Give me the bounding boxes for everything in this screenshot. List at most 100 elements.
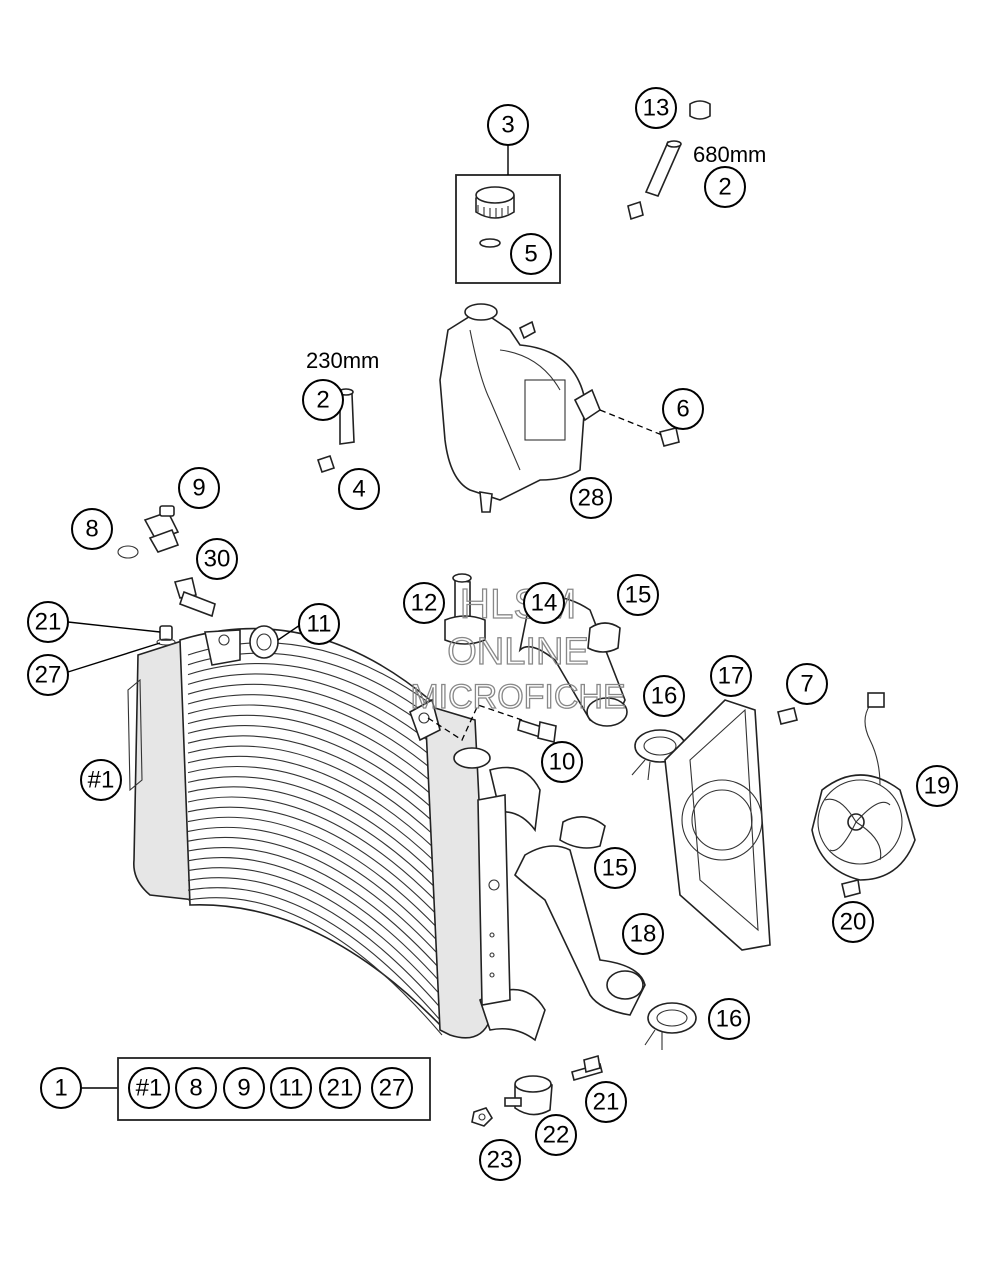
svg-text:ONLINE: ONLINE (447, 631, 588, 673)
upper-hose (518, 595, 628, 727)
svg-text:15: 15 (625, 582, 652, 609)
svg-text:16: 16 (716, 1006, 743, 1033)
svg-text:17: 17 (718, 663, 745, 690)
radiator-fin (187, 786, 438, 891)
callout-1: 1 (40, 1067, 82, 1109)
callout-group: 3 5 13 2 2 4 6 28 9 8 30 12 14 15 21 11 … (27, 87, 958, 1181)
callout-27: 27 (27, 654, 69, 696)
callout-12: 12 (403, 582, 445, 624)
tank-screw (659, 427, 680, 447)
callout-19: 19 (916, 765, 958, 807)
hose-long (627, 100, 711, 221)
callout-8: 8 (71, 508, 113, 550)
dimension-long: 680mm (693, 142, 766, 167)
fan-shroud (664, 699, 771, 951)
callout-22: 22 (535, 1114, 577, 1156)
svg-text:MICROFICHE: MICROFICHE (410, 678, 625, 716)
kit-item-hash1: #1 (128, 1067, 170, 1109)
callout-15-mid: 15 (594, 847, 636, 889)
radiator-fin (187, 857, 441, 983)
svg-text:30: 30 (204, 546, 231, 573)
svg-text:12: 12 (411, 590, 438, 617)
callout-7: 7 (786, 663, 828, 705)
svg-text:11: 11 (279, 1075, 304, 1102)
svg-text:10: 10 (549, 749, 576, 776)
clamp-mid (559, 816, 606, 849)
svg-text:#1: #1 (136, 1075, 163, 1102)
svg-text:23: 23 (487, 1147, 514, 1174)
expansion-tank (439, 303, 601, 513)
radiator-fin (187, 806, 439, 917)
radiator-fin (187, 766, 438, 864)
radiator-fin (187, 745, 437, 838)
radiator-fin (187, 897, 443, 1036)
callout-23: 23 (479, 1139, 521, 1181)
radiator-fin (187, 704, 435, 785)
radiator-fin (187, 877, 442, 1009)
callout-2-left: 2 (302, 379, 344, 421)
nut (471, 1107, 494, 1127)
spring-clamp-bottom (644, 1002, 697, 1050)
radiator-fin (187, 694, 435, 772)
radiator-fin (187, 847, 441, 970)
svg-text:27: 27 (35, 662, 62, 689)
temperature-sensor (117, 505, 180, 559)
cooling-fan (811, 692, 916, 881)
svg-text:3: 3 (501, 112, 514, 139)
radiator-fin (187, 735, 436, 825)
svg-text:21: 21 (35, 609, 62, 636)
radiator-fin (187, 755, 437, 851)
svg-text:1: 1 (54, 1075, 67, 1102)
svg-text:9: 9 (192, 475, 205, 502)
svg-text:9: 9 (237, 1075, 250, 1102)
kit-item-21: 21 (319, 1067, 361, 1109)
radiator-fin (187, 836, 441, 957)
radiator-fin (187, 887, 443, 1023)
callout-11: 11 (298, 603, 340, 645)
svg-text:16: 16 (651, 683, 678, 710)
svg-text:14: 14 (531, 590, 558, 617)
bleed-screw (156, 625, 176, 646)
rubber-damper (504, 1075, 553, 1116)
callout-16-top: 16 (643, 675, 685, 717)
radiator-fin (187, 867, 442, 996)
callout-28: 28 (570, 477, 612, 519)
callout-4: 4 (338, 468, 380, 510)
kit-item-11: 11 (270, 1067, 312, 1109)
radiator-fin (187, 663, 434, 732)
svg-text:21: 21 (327, 1075, 354, 1102)
kit-item-27: 27 (371, 1067, 413, 1109)
grommet (249, 625, 279, 659)
kit-item-8: 8 (175, 1067, 217, 1109)
radiator-fin (187, 725, 436, 812)
svg-text:22: 22 (543, 1122, 570, 1149)
callout-30: 30 (196, 538, 238, 580)
callout-20: 20 (832, 901, 874, 943)
svg-text:20: 20 (840, 909, 867, 936)
radiator-fin (187, 714, 436, 798)
radiator-screw (517, 718, 557, 743)
callout-6: 6 (662, 388, 704, 430)
svg-text:5: 5 (524, 241, 537, 268)
shroud-screw (777, 707, 798, 725)
collar-screw (173, 577, 216, 618)
callout-17: 17 (710, 655, 752, 697)
lower-hose (514, 845, 646, 1016)
radiator-fin (187, 673, 434, 746)
svg-text:8: 8 (189, 1075, 202, 1102)
callout-14: 14 (523, 582, 565, 624)
callout-13: 13 (635, 87, 677, 129)
svg-text:11: 11 (307, 611, 332, 638)
callout-16-bot: 16 (708, 998, 750, 1040)
svg-text:8: 8 (85, 516, 98, 543)
leader-lines (67, 145, 663, 1089)
svg-text:13: 13 (643, 95, 670, 122)
callout-2-top: 2 (704, 166, 746, 208)
callout-10: 10 (541, 741, 583, 783)
callout-5: 5 (510, 233, 552, 275)
svg-text:4: 4 (352, 476, 365, 503)
radiator-fin (187, 816, 440, 930)
callout-18: 18 (622, 913, 664, 955)
kit-item-9: 9 (223, 1067, 265, 1109)
